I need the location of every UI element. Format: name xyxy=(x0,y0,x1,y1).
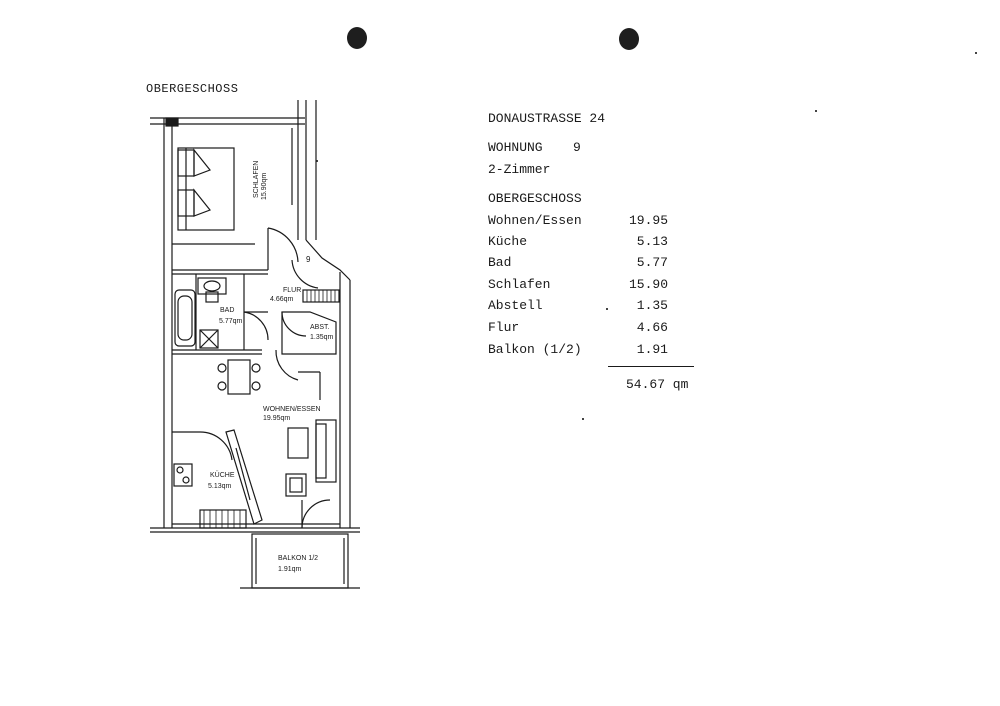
apartment-number: 9 xyxy=(573,140,581,155)
scan-speck xyxy=(815,110,817,112)
area-row-room: Abstell xyxy=(488,298,543,313)
room-label-wohnen: WOHNEN/ESSEN xyxy=(263,406,321,413)
area-row: Schlafen 15.90 xyxy=(488,277,668,295)
area-row: Abstell 1.35 xyxy=(488,298,668,316)
area-row-room: Küche xyxy=(488,234,528,249)
room-area-flur: 4.66qm xyxy=(270,296,294,303)
room-area-balkon: 1.91qm xyxy=(278,566,302,573)
area-row: Küche 5.13 xyxy=(488,234,668,252)
unit-marker: 9 xyxy=(306,255,311,264)
floor-heading: OBERGESCHOSS xyxy=(488,191,582,206)
area-row: Bad 5.77 xyxy=(488,255,668,273)
total-area: 54.67 qm xyxy=(626,377,689,392)
area-row-value: 5.77 xyxy=(636,255,668,270)
area-row: Flur 4.66 xyxy=(488,320,668,338)
punch-hole-right xyxy=(619,28,639,50)
area-row: Wohnen/Essen 19.95 xyxy=(488,213,668,231)
room-label-kueche: KÜCHE xyxy=(210,471,235,479)
punch-hole-left xyxy=(347,27,367,49)
area-row-room: Schlafen xyxy=(488,277,551,292)
area-row-value: 15.90 xyxy=(628,277,668,292)
room-label-abst: ABST. xyxy=(310,324,330,331)
area-row-value: 4.66 xyxy=(636,320,668,335)
scan-speck xyxy=(316,160,318,162)
area-row-value: 5.13 xyxy=(636,234,668,249)
scan-speck xyxy=(582,418,584,420)
area-row-value: 1.91 xyxy=(636,342,668,357)
area-row-room: Balkon (1/2) xyxy=(488,342,582,357)
sum-divider xyxy=(608,366,694,367)
area-row-room: Wohnen/Essen xyxy=(488,213,582,228)
apartment-label: WOHNUNG xyxy=(488,140,543,155)
room-area-wohnen: 19.95qm xyxy=(263,415,290,422)
room-label-schlafen: SCHLAFEN xyxy=(253,161,260,198)
area-row-value: 19.95 xyxy=(628,213,668,228)
room-label-balkon: BALKON 1/2 xyxy=(278,555,318,562)
rooms-count: 2-Zimmer xyxy=(488,162,551,177)
room-area-kueche: 5.13qm xyxy=(208,483,232,490)
scan-speck xyxy=(975,52,977,54)
area-row-room: Flur xyxy=(488,320,520,335)
address: DONAUSTRASSE 24 xyxy=(488,111,606,126)
area-row-value: 1.35 xyxy=(636,298,668,313)
room-area-bad: 5.77qm xyxy=(219,318,243,325)
plan-floor-title: OBERGESCHOSS xyxy=(146,82,239,96)
area-row: Balkon (1/2) 1.91 xyxy=(488,342,668,360)
room-label-flur: FLUR xyxy=(283,287,301,294)
room-label-bad: BAD xyxy=(220,307,234,314)
room-area-schlafen: 15.90qm xyxy=(261,173,268,200)
room-area-abst: 1.35qm xyxy=(310,334,334,341)
area-row-room: Bad xyxy=(488,255,512,270)
scan-speck xyxy=(606,308,608,310)
